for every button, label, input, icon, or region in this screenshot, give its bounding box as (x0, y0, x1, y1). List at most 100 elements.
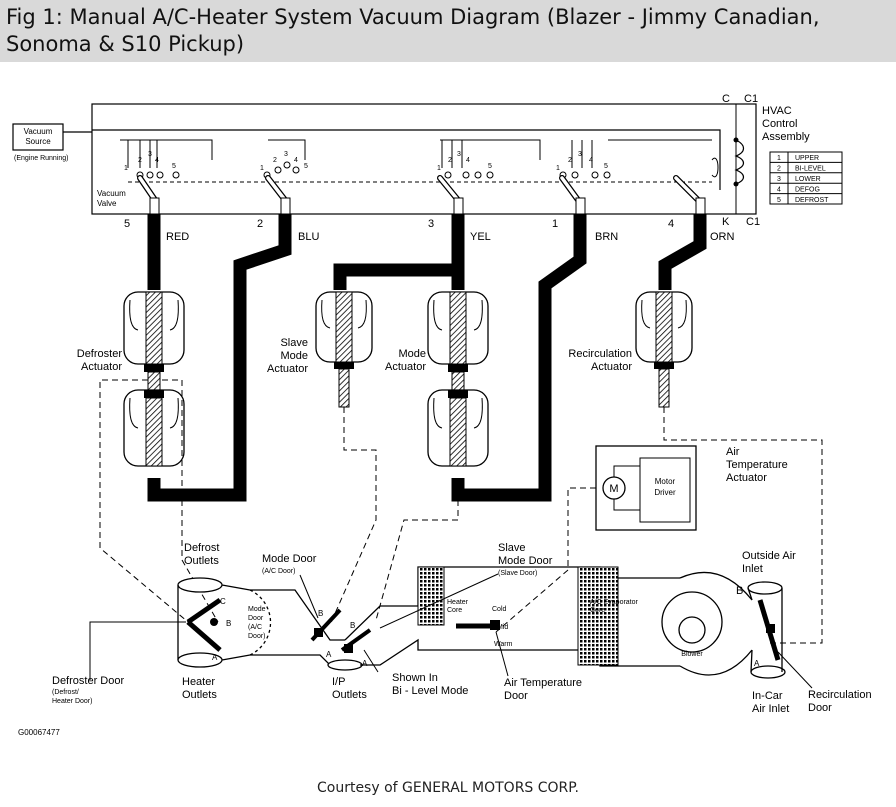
port-number-2: 2 (257, 218, 263, 230)
hose-label-brn: BRN (595, 231, 618, 243)
mode-door-label-2: (A/C Door) (262, 568, 295, 575)
air-temp-door-label-2: Door (504, 690, 528, 702)
valve-group-3: 1 2 3 4 5 (437, 140, 494, 203)
hose-label-red: RED (166, 231, 189, 243)
defroster-door-label-3: Heater Door) (52, 698, 92, 705)
defroster-door-leader (89, 621, 186, 680)
vacuum-valve-label-2: Valve (97, 199, 117, 208)
hvac-label-1: HVAC (762, 105, 792, 117)
shown-in-leader (363, 649, 379, 673)
hose-label-blu: BLU (298, 231, 319, 243)
valve-4-pos-5: 5 (604, 163, 608, 170)
mode-table-label-3: LOWER (795, 176, 821, 183)
inner-mode-door-label-4: Door) (248, 633, 266, 640)
mode-actuator-label-2: Actuator (385, 361, 426, 373)
mode-table-label-5: DEFROST (795, 197, 829, 204)
slave-actuator-label-3: Actuator (267, 363, 308, 375)
slave-mode-actuator (315, 291, 373, 408)
courtesy-line: Courtesy of GENERAL MOTORS CORP. (316, 780, 579, 796)
valve-3-pos-1: 1 (437, 165, 441, 172)
valve-4-pos-2: 2 (568, 157, 572, 164)
air-temp-door-label-1: Air Temperature (504, 677, 582, 689)
slave-mode-door-leader (379, 573, 499, 629)
evaporator-core (577, 566, 619, 666)
valve-3-pos-5: 5 (488, 163, 492, 170)
valve-group-2: 1 2 3 4 5 (260, 151, 308, 203)
valve-1-pos-1: 1 (124, 165, 128, 172)
mode-table: 1 UPPER 2 BI-LEVEL 3 LOWER 4 DEFOG 5 DEF… (769, 151, 843, 205)
mode-door-letter-a: A (326, 650, 332, 659)
recirc-door-letter-a: A (754, 659, 760, 668)
blower (661, 591, 723, 653)
incar-label-2: Air Inlet (752, 703, 789, 715)
figure-header: Fig 1: Manual A/C-Heater System Vacuum D… (0, 0, 896, 62)
slave-actuator-label-2: Mode (280, 350, 308, 362)
valve-group-1: 1 2 3 4 5 (124, 140, 180, 203)
mode-table-label-2: BI-LEVEL (795, 166, 826, 173)
valve-2-pos-1: 1 (260, 165, 264, 172)
ip-outlets-label-2: Outlets (332, 689, 367, 701)
valve-1-pos-4: 4 (155, 157, 159, 164)
hose-label-orn: ORN (710, 231, 735, 243)
vacuum-source-label-2: Source (25, 137, 51, 146)
defrost-door-letter-c: C (220, 597, 226, 606)
hose-label-yel: YEL (470, 231, 491, 243)
shown-in-label-1: Shown In (392, 672, 438, 684)
slave-actuator-label-1: Slave (280, 337, 308, 349)
valve-2-pos-2: 2 (273, 157, 277, 164)
hvac-label-2: Control (762, 118, 797, 130)
valve-group-4: 1 2 3 4 5 (556, 140, 611, 203)
inner-mode-door-label-2: Door (248, 615, 264, 622)
recirc-actuator-label-1: Recirculation (568, 348, 632, 360)
port-number-5: 5 (124, 218, 130, 230)
defroster-actuator (123, 291, 185, 467)
recirc-door-label-1: Recirculation (808, 689, 872, 701)
air-temp-door-leader (495, 631, 509, 677)
cold-label: Cold (492, 606, 507, 613)
hose-brn (451, 214, 587, 502)
recirculation-door (757, 599, 781, 661)
valve-2-pos-5: 5 (304, 163, 308, 170)
mode-table-num-3: 3 (777, 176, 781, 183)
mode-table-num-4: 4 (777, 186, 781, 193)
mode-table-num-1: 1 (777, 155, 781, 162)
defroster-actuator-label-1: Defroster (77, 348, 123, 360)
mode-table-label-1: UPPER (795, 155, 819, 162)
inner-mode-door-label-1: Mode (248, 606, 266, 613)
port-number-1: 1 (552, 218, 558, 230)
recirculation-actuator (635, 291, 693, 408)
port-number-3: 3 (428, 218, 434, 230)
heater-core-label-2: Core (447, 607, 462, 614)
slave-mode-door (340, 628, 372, 653)
hose-orn (658, 214, 707, 290)
mode-table-label-4: DEFOG (795, 186, 820, 193)
valve-4-pos-1: 1 (556, 165, 560, 172)
valve-3-pos-2: 2 (448, 157, 452, 164)
air-temp-actuator-label-2: Temperature (726, 459, 788, 471)
control-switch: C C1 K C1 (711, 93, 760, 228)
mode-actuator (427, 291, 489, 467)
motor-icon: M (609, 483, 618, 495)
recirc-door-letter-b: B (736, 585, 743, 597)
slave-mode-door-label-2: Mode Door (498, 555, 553, 567)
heater-core (417, 566, 445, 626)
hvac-control-assembly (91, 103, 757, 215)
heater-core-label-1: Heater (447, 599, 469, 606)
figure-title: Fig 1: Manual A/C-Heater System Vacuum D… (0, 0, 896, 58)
heater-outlets-label-1: Heater (182, 676, 215, 688)
vacuum-source: Vacuum Source (Engine Running) (12, 123, 92, 162)
mode-actuator-label-1: Mode (398, 348, 426, 360)
hose-yel (333, 214, 465, 290)
valve-1-pos-3: 3 (148, 151, 152, 158)
slave-door-letter-a: A (362, 659, 368, 668)
valve-3-pos-4: 4 (466, 157, 470, 164)
slave-mode-door-label-1: Slave (498, 542, 526, 554)
hose-blu (147, 214, 292, 502)
shown-in-label-2: Bi - Level Mode (392, 685, 468, 697)
evaporator-label-2: Core (590, 607, 605, 614)
port-number-4: 4 (668, 218, 674, 230)
vacuum-source-label-1: Vacuum (24, 127, 53, 136)
figure-title-line2: Sonoma & S10 Pickup) (6, 32, 245, 56)
air-temp-actuator-label-1: Air (726, 446, 740, 458)
defrost-outlets-label-1: Defrost (184, 542, 219, 554)
